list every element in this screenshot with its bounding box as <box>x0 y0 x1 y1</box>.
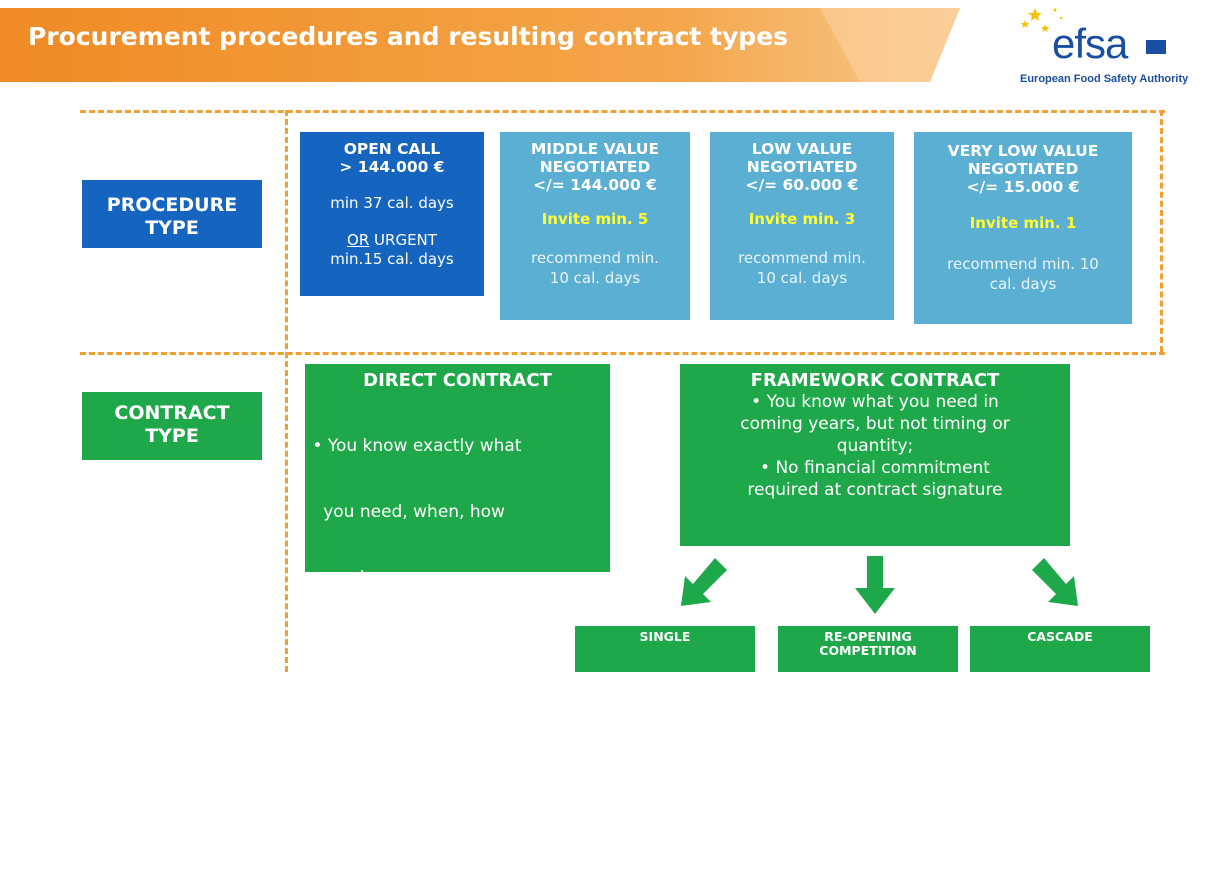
arrow-down-left-icon <box>681 558 727 606</box>
open-call-urgent-days: min.15 cal. days <box>330 250 454 268</box>
low-value-title: LOW VALUE NEGOTIATED </= 60.000 € <box>710 132 894 194</box>
very-low-value-title: VERY LOW VALUE NEGOTIATED </= 15.000 € <box>914 132 1132 196</box>
eu-flag-icon <box>1146 40 1166 54</box>
middle-value-box: MIDDLE VALUE NEGOTIATED </= 144.000 € In… <box>500 132 690 320</box>
very-low-rec-line1: recommend min. 10 <box>947 255 1099 273</box>
very-low-title-line1: VERY LOW VALUE <box>947 142 1099 160</box>
open-call-urgent: OR URGENT <box>300 231 484 250</box>
very-low-rec-line2: cal. days <box>989 275 1057 293</box>
direct-contract-title: DIRECT CONTRACT <box>363 370 552 391</box>
vertical-dashed-line <box>285 110 288 672</box>
arrow-down-right-icon <box>1032 558 1078 606</box>
middle-invite: Invite min. 5 <box>541 210 649 228</box>
stars-icon <box>1021 8 1063 32</box>
procedure-label-line2: TYPE <box>145 217 199 239</box>
very-low-title-line3: </= 15.000 € <box>966 178 1080 196</box>
open-call-title: OPEN CALL > 144.000 € <box>300 132 484 176</box>
low-title-line1: LOW VALUE <box>751 140 853 158</box>
cascade-box: CASCADE <box>970 626 1150 672</box>
logo-wordmark: efsa <box>1052 20 1128 67</box>
contract-label-line1: CONTRACT <box>114 402 230 424</box>
middle-rec-line1: recommend min. <box>531 249 659 267</box>
framework-line2: coming years, but not timing or <box>740 414 1010 434</box>
arrow-down-icon <box>855 556 895 614</box>
middle-rec-line2: 10 cal. days <box>549 269 641 287</box>
top-dashed-line <box>80 110 1165 113</box>
very-low-invite: Invite min. 1 <box>969 214 1077 232</box>
right-dashed-line <box>1160 110 1163 352</box>
direct-bullet1-line2: you need, when, how <box>307 502 505 522</box>
direct-bullet2-line2: commitment required at <box>307 744 532 764</box>
framework-contract-box: FRAMEWORK CONTRACT • You know what you n… <box>680 364 1070 546</box>
direct-bullet2-line3: contract signature <box>307 810 480 830</box>
framework-line5: required at contract signature <box>747 480 1003 500</box>
direct-bullet1-line1: • You know exactly what <box>307 436 522 456</box>
contract-type-label: CONTRACT TYPE <box>82 392 262 460</box>
low-title-line2: NEGOTIATED <box>746 158 858 176</box>
reopening-line1: RE-OPENING <box>824 629 912 644</box>
middle-title-line3: </= 144.000 € <box>533 176 657 194</box>
middle-title-line1: MIDDLE VALUE <box>530 140 660 158</box>
reopening-competition-box: RE-OPENING COMPETITION <box>778 626 958 672</box>
urgent-text: URGENT <box>369 231 437 249</box>
low-value-box: LOW VALUE NEGOTIATED </= 60.000 € Invite… <box>710 132 894 320</box>
framework-line1: • You know what you need in <box>751 392 999 412</box>
low-title-line3: </= 60.000 € <box>745 176 859 194</box>
open-call-days: min 37 cal. days <box>330 194 454 212</box>
direct-bullet2-line1: • Full financial <box>307 678 435 698</box>
direct-bullet1-line3: much; <box>307 568 377 588</box>
low-invite: Invite min. 3 <box>748 210 856 228</box>
direct-bullet2: • Full financial commitment required at … <box>305 633 610 875</box>
low-rec-line2: 10 cal. days <box>756 269 848 287</box>
middle-title-line2: NEGOTIATED <box>539 158 651 176</box>
reopening-line2: COMPETITION <box>819 643 917 658</box>
open-call-box: OPEN CALL > 144.000 € min 37 cal. days O… <box>300 132 484 296</box>
or-text: OR <box>347 231 370 249</box>
procedure-type-label: PROCEDURE TYPE <box>82 180 262 248</box>
logo-subtitle: European Food Safety Authority <box>1020 73 1189 85</box>
direct-contract-box: DIRECT CONTRACT • You know exactly what … <box>305 364 610 830</box>
low-rec-line1: recommend min. <box>738 249 866 267</box>
middle-value-title: MIDDLE VALUE NEGOTIATED </= 144.000 € <box>500 132 690 194</box>
direct-bullet1: • You know exactly what you need, when, … <box>305 391 610 633</box>
cascade-label: CASCADE <box>1027 629 1093 644</box>
single-box: SINGLE <box>575 626 755 672</box>
open-call-title-line2: > 144.000 € <box>339 158 445 176</box>
framework-line4: • No financial commitment <box>760 458 990 478</box>
single-label: SINGLE <box>639 629 691 644</box>
very-low-value-box: VERY LOW VALUE NEGOTIATED </= 15.000 € I… <box>914 132 1132 324</box>
efsa-logo: efsa European Food Safety Authority <box>1010 2 1205 94</box>
framework-line3: quantity; <box>836 436 914 456</box>
procedure-label-line1: PROCEDURE <box>106 194 238 216</box>
very-low-title-line2: NEGOTIATED <box>967 160 1079 178</box>
contract-label-line2: TYPE <box>145 425 199 447</box>
framework-contract-title: FRAMEWORK CONTRACT <box>750 370 1000 391</box>
open-call-title-line1: OPEN CALL <box>343 140 441 158</box>
header-banner <box>0 8 960 82</box>
middle-dashed-line <box>80 352 1165 355</box>
page-title: Procurement procedures and resulting con… <box>28 22 789 51</box>
